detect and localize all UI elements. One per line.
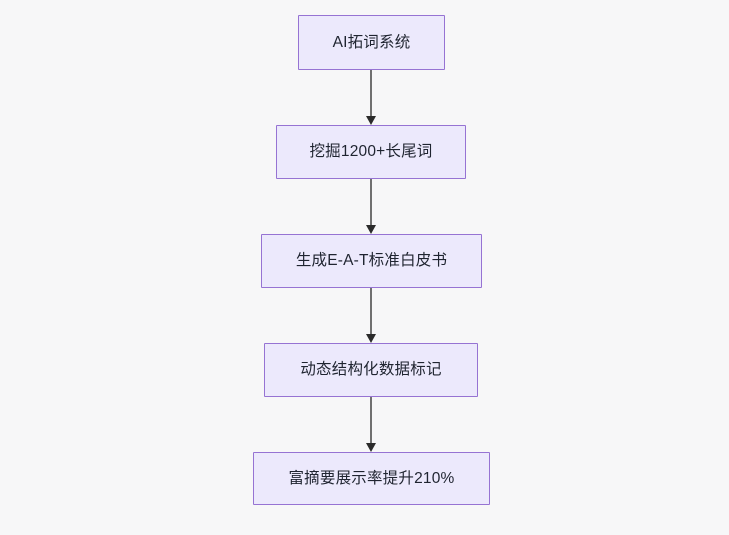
- flow-node-label: 富摘要展示率提升210%: [288, 469, 455, 487]
- flow-node-label: AI拓词系统: [332, 33, 411, 51]
- flow-node-label: 挖掘1200+长尾词: [309, 143, 433, 161]
- flow-node-rich-snippet-rate-increase[interactable]: 富摘要展示率提升210%: [253, 452, 490, 505]
- flow-connector-1-2: [365, 70, 377, 125]
- flow-node-dynamic-structured-data-markup[interactable]: 动态结构化数据标记: [264, 343, 478, 397]
- flow-connector-3-4: [365, 288, 377, 343]
- flow-node-mine-longtail-keywords[interactable]: 挖掘1200+长尾词: [276, 125, 466, 179]
- flow-node-label: 生成E-A-T标准白皮书: [295, 252, 448, 270]
- flow-node-generate-eat-whitepaper[interactable]: 生成E-A-T标准白皮书: [261, 234, 482, 288]
- flow-connector-2-3: [365, 179, 377, 234]
- flow-connector-4-5: [365, 397, 377, 452]
- flow-node-label: 动态结构化数据标记: [300, 361, 442, 379]
- flow-node-ai-keyword-system[interactable]: AI拓词系统: [298, 15, 445, 70]
